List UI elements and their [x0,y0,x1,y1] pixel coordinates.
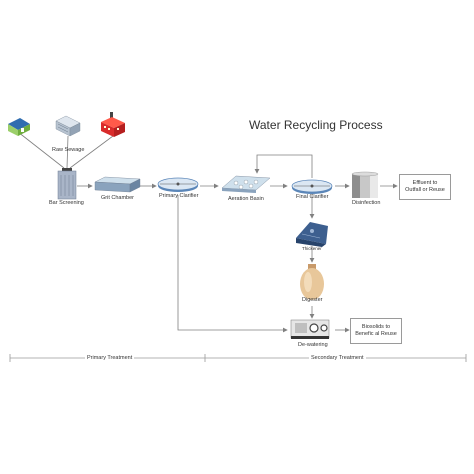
label-raw-sewage: Raw Sewage [52,147,85,153]
connector-factory-to-screening [69,135,114,169]
label-bar-screening: Bar Screening [49,200,84,206]
disinfection-tank-icon [351,171,379,198]
final-clarifier-icon [291,179,333,194]
effluent-output-box: Effluent to Outfall or Reuse [399,174,451,200]
house-icon [8,118,30,136]
primary-clarifier-icon [157,177,199,192]
label-grit-chamber: Grit Chamber [101,195,135,201]
connector-lines [17,131,398,333]
phase-secondary-treatment: Secondary Treatment [309,355,366,361]
biosolids-line-2: Benefic al Reuse [355,331,397,337]
effluent-line-1: Effluent to [412,180,438,186]
arrow-primary-to-dewatering [177,195,288,333]
diagram-title: Water Recycling Process [249,118,383,132]
effluent-line-2: Outfall or Reuse [405,187,445,193]
label-digester: Digester [302,297,323,303]
bar-screening-icon [57,168,77,200]
biosolids-line-1: Biosolids to [361,324,391,330]
label-disinfection: Disinfection [352,200,381,206]
label-aeration-basin: Aeration Basin [228,196,264,202]
office-building-icon [55,115,81,137]
connector-building-to-screening [66,135,69,169]
label-final-clarifier: Final Clarifier [296,194,329,200]
label-dewatering: De-watering [298,342,328,348]
factory-icon [101,112,125,137]
return-loop-final-to-aeration [254,154,313,178]
biosolids-output-box: Biosolids to Benefic al Reuse [350,318,402,344]
digester-icon [300,264,324,300]
aeration-basin-icon [221,175,271,193]
label-primary-clarifier: Primary Clarifier [159,193,199,199]
thickener-icon [296,222,328,247]
phase-timeline [9,354,467,362]
connector-house-to-screening [17,131,65,169]
phase-primary-treatment: Primary Treatment [85,355,135,361]
label-thickener: Thickener [302,246,322,251]
grit-chamber-icon [94,176,141,193]
dewatering-press-icon [290,319,330,339]
